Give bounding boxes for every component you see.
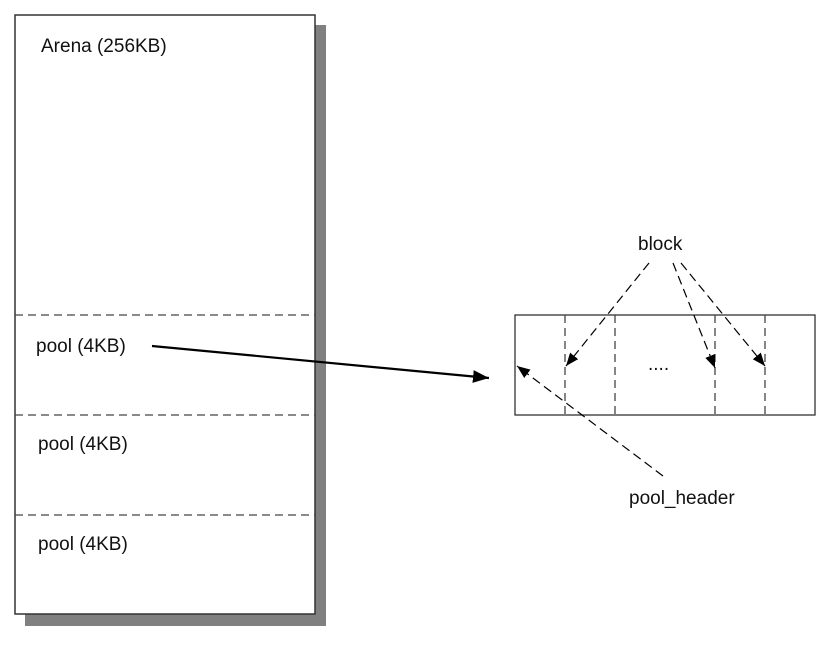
arena-label: Arena (256KB) — [41, 36, 167, 57]
block-arrow-1 — [565, 262, 650, 367]
pool-label-3: pool (4KB) — [38, 534, 128, 555]
pool-header-arrow — [516, 365, 664, 477]
ellipsis-label: .... — [648, 354, 669, 375]
pool-label-2: pool (4KB) — [38, 434, 128, 455]
pool-header-label: pool_header — [629, 488, 735, 509]
block-arrow-3 — [680, 262, 766, 367]
block-label: block — [638, 234, 683, 255]
pool-label-1: pool (4KB) — [36, 336, 126, 357]
pool-detail-box: .... — [514, 314, 816, 416]
arena-box: Arena (256KB) pool (4KB) pool (4KB) pool… — [14, 14, 326, 626]
pool-expand-arrow — [151, 344, 490, 383]
block-arrow-2 — [672, 262, 716, 369]
